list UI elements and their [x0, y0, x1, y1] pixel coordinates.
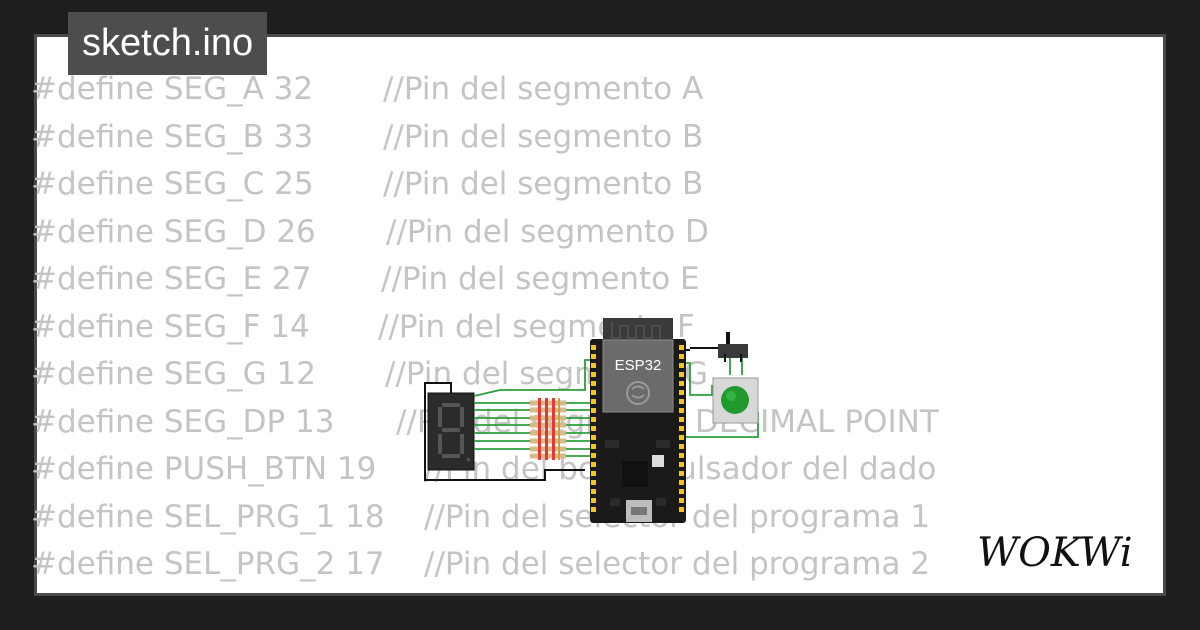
code-comment: //Pin del selector del programa 1 — [424, 498, 931, 535]
header-pin — [591, 489, 596, 494]
header-pin — [679, 408, 684, 413]
code-define: #define SEG_C 25 — [31, 166, 314, 202]
wokwi-logo-text: WOKWi — [977, 530, 1133, 576]
code-define: #define SEG_G 12 — [31, 356, 316, 392]
header-pin — [591, 480, 596, 485]
code-line: #define SEG_C 25 //Pin del segmento B — [31, 161, 703, 209]
header-pin — [679, 435, 684, 440]
pushbutton[interactable] — [712, 377, 759, 424]
header-pin — [679, 507, 684, 512]
header-pin — [679, 390, 684, 395]
header-pin — [591, 390, 596, 395]
header-pin — [591, 471, 596, 476]
header-pin — [591, 462, 596, 467]
header-pin — [679, 498, 684, 503]
code-line: #define SEG_A 32 //Pin del segmento A — [31, 66, 703, 114]
code-comment: //Pin del segmento B — [383, 118, 704, 155]
header-pin — [679, 489, 684, 494]
card-bottom-border — [34, 593, 1166, 596]
header-pin — [679, 480, 684, 485]
header-pin — [679, 363, 684, 368]
code-line: #define SEG_E 27 //Pin del segmento E — [31, 256, 700, 304]
code-comment: //Pin del segmento D — [386, 213, 709, 250]
header-pin — [591, 372, 596, 377]
code-comment: //Pin del segmento E — [381, 261, 700, 297]
header-pin — [591, 426, 596, 431]
header-pin — [679, 399, 684, 404]
header-pin — [591, 507, 596, 512]
header-pin — [679, 354, 684, 359]
code-comment: //Pin del segmento B — [383, 166, 704, 202]
header-pin — [679, 444, 684, 449]
code-define: #define SEG_DP 13 — [31, 403, 335, 440]
code-define: #define SEL_PRG_2 17 — [31, 546, 385, 582]
header-pin — [679, 471, 684, 476]
header-pin — [679, 462, 684, 467]
code-define: #define SEG_F 14 — [31, 308, 310, 345]
header-pin — [591, 354, 596, 359]
header-pin — [679, 426, 684, 431]
code-define: #define SEG_D 26 — [31, 213, 316, 250]
header-pin — [679, 453, 684, 458]
header-pin — [591, 345, 596, 350]
header-pin — [591, 435, 596, 440]
code-define: #define SEG_B 33 — [31, 118, 314, 155]
card-bottom-mask — [34, 593, 1166, 630]
code-line: #define SEL_PRG_2 17 //Pin del selector d… — [31, 541, 930, 589]
header-pin — [591, 381, 596, 386]
code-line: #define SEG_D 26 //Pin del segmento D — [31, 209, 709, 257]
esp32-label: ESP32 — [615, 357, 662, 374]
code-line: #define SEG_F 14//Pin del segmento F — [31, 304, 695, 352]
code-define: #define SEL_PRG_1 18 — [31, 498, 385, 535]
code-define: #define SEG_E 27 — [31, 261, 312, 297]
header-pin — [679, 345, 684, 350]
esp32-board[interactable]: ESP32 — [590, 318, 686, 523]
code-line: #define SEL_PRG_1 18 //Pin del selector d… — [31, 494, 930, 542]
wokwi-logo: WOKWi — [977, 530, 1133, 576]
file-tab[interactable]: sketch.ino — [68, 12, 268, 75]
header-pin — [591, 498, 596, 503]
code-comment: //Pin del selector del programa 2 — [424, 546, 931, 582]
header-pin — [591, 399, 596, 404]
header-pin — [591, 363, 596, 368]
slide-switch[interactable] — [718, 332, 748, 362]
code-comment: //Pin del segmento A — [383, 71, 704, 107]
code-define: #define SEG_A 32 — [31, 71, 314, 107]
header-pin — [679, 372, 684, 377]
code-line: #define SEG_B 33 //Pin del segmento B — [31, 114, 703, 162]
seven-segment-display[interactable] — [427, 392, 475, 471]
code-define: #define PUSH_BTN 19 — [31, 451, 377, 487]
header-pin — [679, 381, 684, 386]
header-pin — [591, 453, 596, 458]
header-pin — [591, 408, 596, 413]
resistor-bank — [530, 398, 566, 460]
header-pin — [591, 444, 596, 449]
header-pin — [679, 417, 684, 422]
header-pin — [591, 417, 596, 422]
